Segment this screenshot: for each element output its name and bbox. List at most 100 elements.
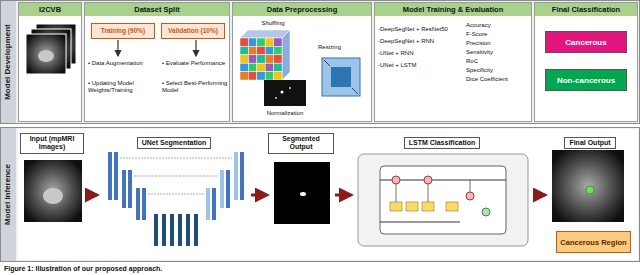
shuffle-cube [274,38,282,46]
unet-symbol [226,170,230,208]
node-text: I2CVB [19,3,81,16]
unet-symbol [220,170,224,208]
resize-icon [322,58,360,96]
shuffle-cube [240,55,248,63]
shuffle-cube [248,63,256,71]
node-text: Final Output [564,137,615,149]
label-holder: Normalization [250,110,320,117]
shuffle-cube [274,72,282,80]
label-holder: Resizing [318,44,368,51]
normalized-image [264,80,306,106]
annotation-text: • Select Best-Performing Model [162,80,228,94]
label-holder: • Select Best-Performing Model [162,80,228,94]
unet-symbol [194,214,198,246]
label-holder: -UNet + RNN [378,50,468,57]
label-holder: Dice Coefficient [466,76,530,83]
caption-holder: Figure 1: Illustration of our proposed a… [4,264,636,274]
normalized-image [275,97,277,99]
input-mri [24,160,82,222]
shuffle-cube [274,55,282,63]
resize-icon [322,58,360,96]
node-text: Training (90%) [101,27,145,35]
annotation-text: Normalization [250,110,320,117]
unet-symbol [186,214,190,246]
node-text: Model Training & Evaluation [375,3,531,16]
shuffle-cube [248,38,256,46]
stage-panel: Data Preprocessing [232,2,372,122]
band-ground [1,1,16,123]
node-text: Data Preprocessing [233,3,371,16]
mri-stack [38,50,54,62]
flow-arrow [251,194,267,197]
lstm-cell [470,180,471,192]
process-step: UNet Segmentation [98,131,250,259]
annotation-text: F-Score [466,31,530,38]
annotation-text: -UNet + RNN [378,50,468,57]
node-text: Dataset Split [85,3,229,16]
annotation-text: RoC [466,58,530,65]
unet-symbol [206,188,210,220]
label-holder: Accuracy [466,22,530,29]
label-holder: RoC [466,58,530,65]
node-text: UNet Segmentation [137,137,212,149]
label-holder: Specificity [466,67,530,74]
process-step: Final Output [546,131,634,223]
band-title: Model Development [0,0,16,124]
process-step: Input (mpMRI Images) [20,131,84,259]
node-text: Validation (10%) [168,27,218,35]
lstm-cell [358,154,528,246]
label-holder: • Data Augmentation [88,60,158,67]
segmented-image [274,162,330,224]
class-box: Cancerous [545,31,627,53]
lstm-cell [392,176,400,184]
panel-ground [18,2,82,122]
lstm-cell [446,202,458,211]
segmented-image [274,162,330,224]
node-text: Cancerous [565,38,606,47]
shuffle-cube [257,38,265,46]
shuffle-cube [240,63,248,71]
output-mri [552,150,624,222]
shuffle-cube [240,72,248,80]
node-text: Final Classification [535,3,637,16]
mri-stack [26,24,76,74]
band-ground [1,1,640,262]
unet-symbol [120,158,232,159]
split-arrow [118,40,196,56]
class-box: Non-cancerous [545,69,627,91]
shuffle-cube [240,46,248,54]
node-text: Non-cancerous [557,76,615,85]
annotation-text: • Evaluate Performance [162,60,228,67]
unet-symbol [122,170,126,208]
segmented-image [300,192,306,196]
annotation-text: Precision [466,40,530,47]
node-text: LSTM Classification [404,137,481,149]
shuffle-cube [274,46,282,54]
label-holder: -DeepSegNet + ResNet50 [378,26,468,33]
panel-ground [18,2,638,122]
unet-symbol [240,152,244,200]
band-ground [18,129,638,260]
shuffle-cube [257,72,265,80]
input-mri [43,188,63,204]
stage-panel: I2CVB [18,2,82,122]
node-text: Segmented Output [268,133,334,154]
label-holder: • Updating Model Weights/Training [88,80,158,94]
shuffle-cube [240,38,248,46]
split-arrow [117,40,118,56]
unet-symbol [108,152,112,200]
lstm-cell [482,208,490,216]
resize-icon [324,60,330,66]
annotation-text: Resizing [318,44,368,51]
shuffle-cube [257,55,265,63]
label-holder: Shuffling [248,20,298,27]
label-holder: -DeepSegNet + RNN [378,38,468,45]
process-step: Segmented Output [268,131,334,259]
unet-symbol [148,194,204,195]
panel-ground [232,2,372,122]
label-holder: Sensitivity [466,49,530,56]
unet-symbol [128,170,132,208]
shuffle-cube [265,63,273,71]
annotation-text: Accuracy [466,22,530,29]
lstm-cell [428,184,429,202]
